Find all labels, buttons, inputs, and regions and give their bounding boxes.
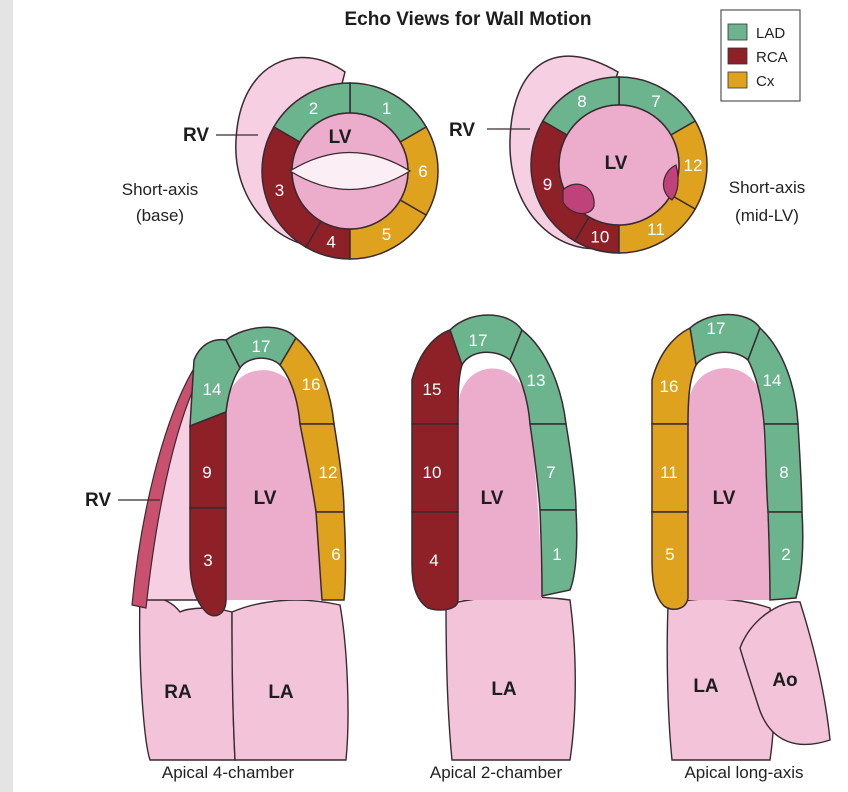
legend-label-lad: LAD xyxy=(756,25,785,42)
segment-label-14: 14 xyxy=(203,380,222,399)
segment-label-6: 6 xyxy=(331,545,340,564)
ra-label: RA xyxy=(164,682,192,703)
lv-label: LV xyxy=(329,127,352,148)
view-caption-sub: (mid-LV) xyxy=(735,206,799,225)
segment-9 xyxy=(190,412,226,508)
legend-label-cx: Cx xyxy=(756,73,775,90)
rv-label: RV xyxy=(183,125,209,146)
rv-label: RV xyxy=(449,120,475,141)
segment-label-12: 12 xyxy=(684,156,703,175)
lv-label: LV xyxy=(481,488,504,509)
rv-label: RV xyxy=(85,490,111,511)
la-label: LA xyxy=(693,676,719,697)
la-label: LA xyxy=(491,679,517,700)
lv-cavity xyxy=(688,368,770,600)
view-caption: Apical 4-chamber xyxy=(162,763,295,782)
segment-label-12: 12 xyxy=(319,463,338,482)
view-caption: Apical 2-chamber xyxy=(430,763,563,782)
segment-label-14: 14 xyxy=(763,371,782,390)
segment-label-16: 16 xyxy=(302,375,321,394)
view-caption: Short-axis xyxy=(729,178,806,197)
segment-label-9: 9 xyxy=(202,463,211,482)
apical-2-chamber-view: 17 15 10 4 13 7 1 LV LA Apical 2-chamber xyxy=(412,315,577,782)
lv-label: LV xyxy=(713,488,736,509)
view-caption-sub: (base) xyxy=(136,206,184,225)
segment-label-3: 3 xyxy=(275,181,284,200)
segment-label-4: 4 xyxy=(429,551,438,570)
apical-4-chamber-view: RV 17 14 9 3 16 12 6 LV RA LA Apical 4-chamber xyxy=(85,327,348,782)
segment-label-3: 3 xyxy=(203,551,212,570)
segment-15 xyxy=(412,330,462,424)
ao-label: Ao xyxy=(772,670,797,691)
view-caption: Short-axis xyxy=(122,180,199,199)
left-atrium xyxy=(232,600,348,760)
segment-label-2: 2 xyxy=(781,545,790,564)
segment-label-10: 10 xyxy=(590,227,609,246)
legend-swatch-rca xyxy=(728,48,747,64)
lv-label: LV xyxy=(254,488,277,509)
segment-label-11: 11 xyxy=(660,463,678,482)
segment-label-16: 16 xyxy=(660,377,679,396)
segment-label-4: 4 xyxy=(326,233,335,252)
segment-label-1: 1 xyxy=(382,99,391,118)
segment-label-2: 2 xyxy=(309,99,318,118)
segment-label-8: 8 xyxy=(779,463,788,482)
la-label: LA xyxy=(268,682,294,703)
segment-label-17: 17 xyxy=(252,337,271,356)
segment-label-13: 13 xyxy=(527,371,546,390)
legend-swatch-lad xyxy=(728,24,747,40)
segment-label-7: 7 xyxy=(651,92,660,111)
segment-label-10: 10 xyxy=(423,463,442,482)
legend: LAD RCA Cx xyxy=(721,10,800,101)
segment-label-5: 5 xyxy=(382,225,391,244)
segment-label-17: 17 xyxy=(469,331,488,350)
segment-label-1: 1 xyxy=(552,545,561,564)
segment-label-7: 7 xyxy=(546,463,555,482)
view-caption: Apical long-axis xyxy=(684,763,803,782)
segment-label-11: 11 xyxy=(647,220,665,239)
right-atrium xyxy=(140,590,235,760)
segment-label-5: 5 xyxy=(665,545,674,564)
lv-label: LV xyxy=(605,153,628,174)
diagram-title: Echo Views for Wall Motion xyxy=(344,9,591,30)
segment-label-8: 8 xyxy=(577,92,586,111)
segment-label-9: 9 xyxy=(543,175,552,194)
segment-label-15: 15 xyxy=(423,380,442,399)
short-axis-base-view: RV 1 2 3 4 5 6 LV Short-axis (base) xyxy=(122,57,438,259)
apical-long-axis-view: 17 16 11 5 14 8 2 LV LA Ao Apical long-axis xyxy=(652,315,830,783)
legend-swatch-cx xyxy=(728,72,747,88)
legend-label-rca: RCA xyxy=(756,49,788,66)
segment-label-6: 6 xyxy=(418,162,427,181)
segment-label-17: 17 xyxy=(707,319,726,338)
